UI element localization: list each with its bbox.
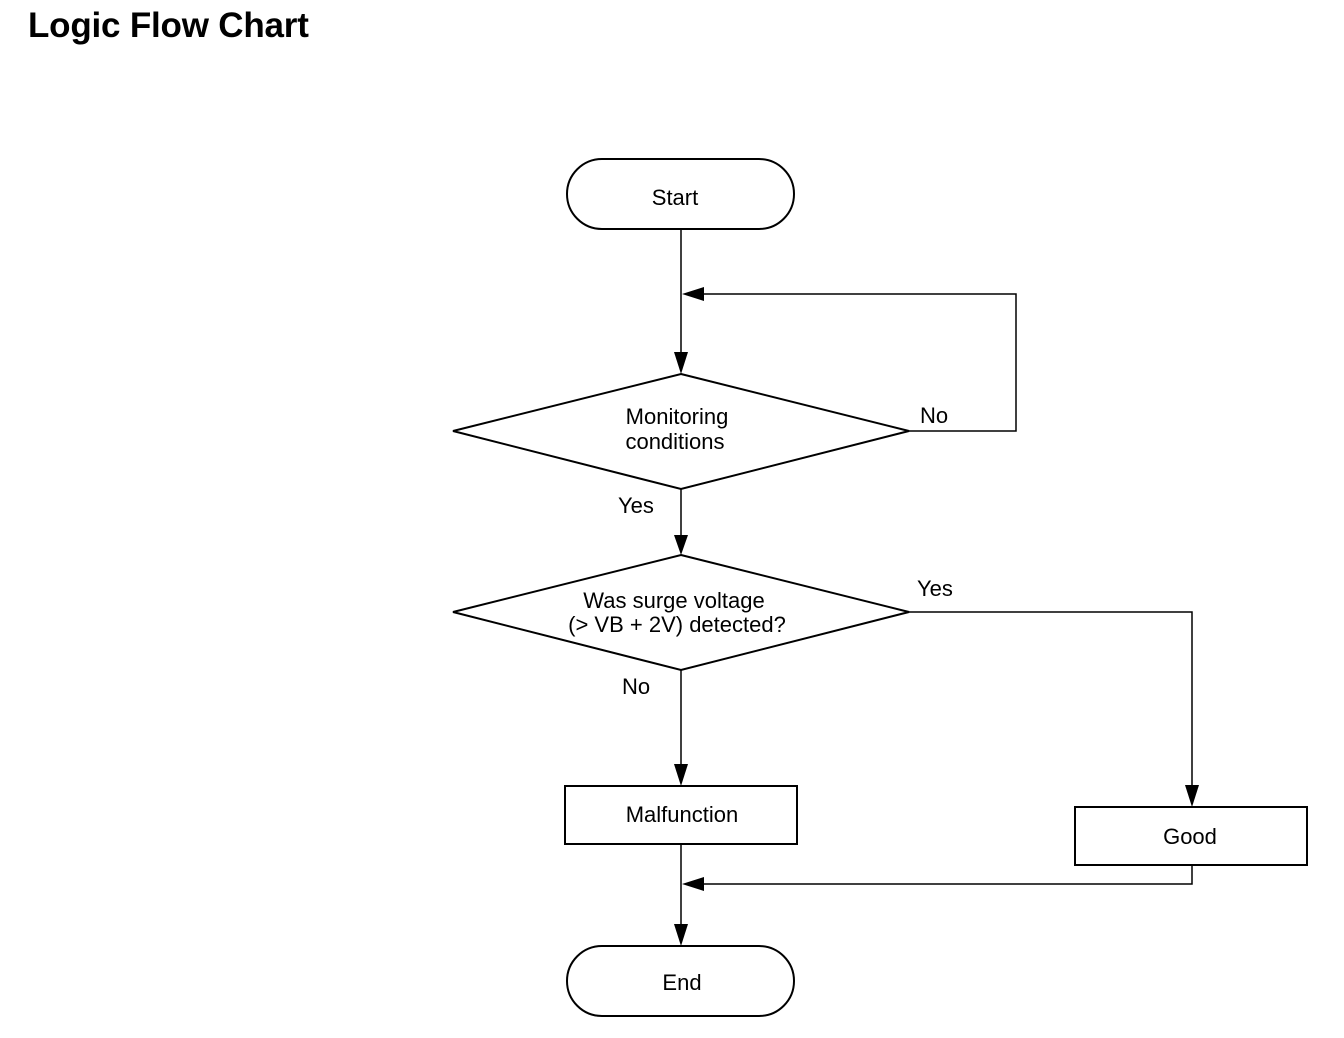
edge-label-surge-no: No	[622, 674, 650, 699]
end-label: End	[662, 970, 701, 995]
good-node: Good	[1074, 806, 1308, 866]
edge-label-monitoring-yes: Yes	[618, 493, 654, 518]
connector-surge-yes-to-good	[909, 611, 1193, 790]
page-title: Logic Flow Chart	[28, 6, 309, 45]
arrowhead-monitoring-in	[674, 352, 688, 374]
surge-label-line1: Was surge voltage	[583, 588, 764, 613]
connector-good-to-end	[700, 865, 1193, 885]
edge-label-surge-yes: Yes	[917, 576, 953, 601]
arrowhead-merge	[682, 877, 704, 891]
arrowhead-loop-back	[682, 287, 704, 301]
start-label: Start	[652, 185, 698, 210]
surge-decision: Was surge voltage (> VB + 2V) detected?	[452, 553, 910, 672]
arrowhead-end-in	[674, 924, 688, 946]
arrowhead-surge-in	[674, 535, 688, 555]
monitoring-label-line2: conditions	[625, 429, 724, 454]
arrowhead-good-in	[1185, 785, 1199, 807]
arrowhead-malfunction-in	[674, 764, 688, 786]
monitoring-decision: Monitoring conditions	[452, 372, 910, 491]
start-node: Start	[566, 158, 795, 230]
monitoring-label-line1: Monitoring	[626, 404, 729, 429]
edge-label-monitoring-no: No	[920, 403, 948, 428]
end-node: End	[566, 945, 795, 1017]
connector-monitoring-no-loop	[700, 293, 1017, 432]
connectors	[674, 230, 1199, 946]
malfunction-node: Malfunction	[564, 785, 798, 845]
surge-label-line2: (> VB + 2V) detected?	[568, 612, 786, 637]
malfunction-label: Malfunction	[626, 802, 739, 827]
good-label: Good	[1163, 824, 1217, 849]
